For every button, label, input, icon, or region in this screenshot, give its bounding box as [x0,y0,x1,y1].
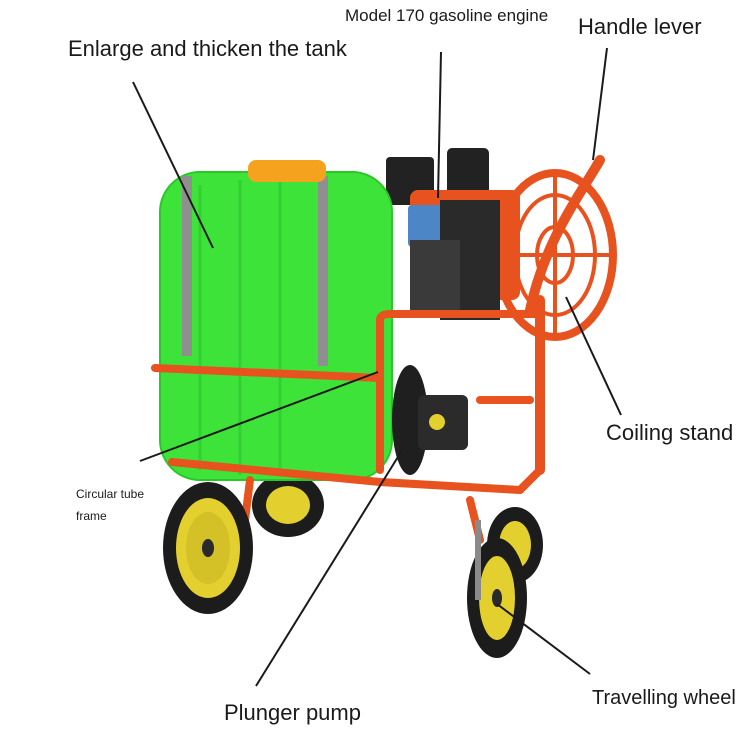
leader-wheel [496,603,591,675]
label-circular-tube-frame: Circular tube frame [76,487,145,523]
rear-right-wheel [252,473,324,537]
tube-frame [151,310,544,544]
tank [159,160,393,481]
front-left-wheel [467,520,527,658]
leader-pump [255,451,402,687]
leader-lines [132,47,622,687]
label-engine: Model 170 gasoline engine [345,6,549,25]
engine-body [386,148,520,320]
leader-handle [592,47,608,161]
leader-coiling [565,296,622,416]
rear-left-wheel [163,482,253,614]
label-travelling-wheel: Travelling wheel [592,687,736,709]
label-tank: Enlarge and thicken the tank [68,36,347,61]
label-coiling-stand: Coiling stand [606,420,734,445]
label-plunger-pump: Plunger pump [224,700,361,725]
leader-frame [139,371,379,462]
leader-engine [437,51,442,199]
plunger-pump [392,365,468,475]
handle-lever [525,155,605,475]
label-handle-lever: Handle lever [578,14,702,39]
leader-tank [132,81,214,249]
